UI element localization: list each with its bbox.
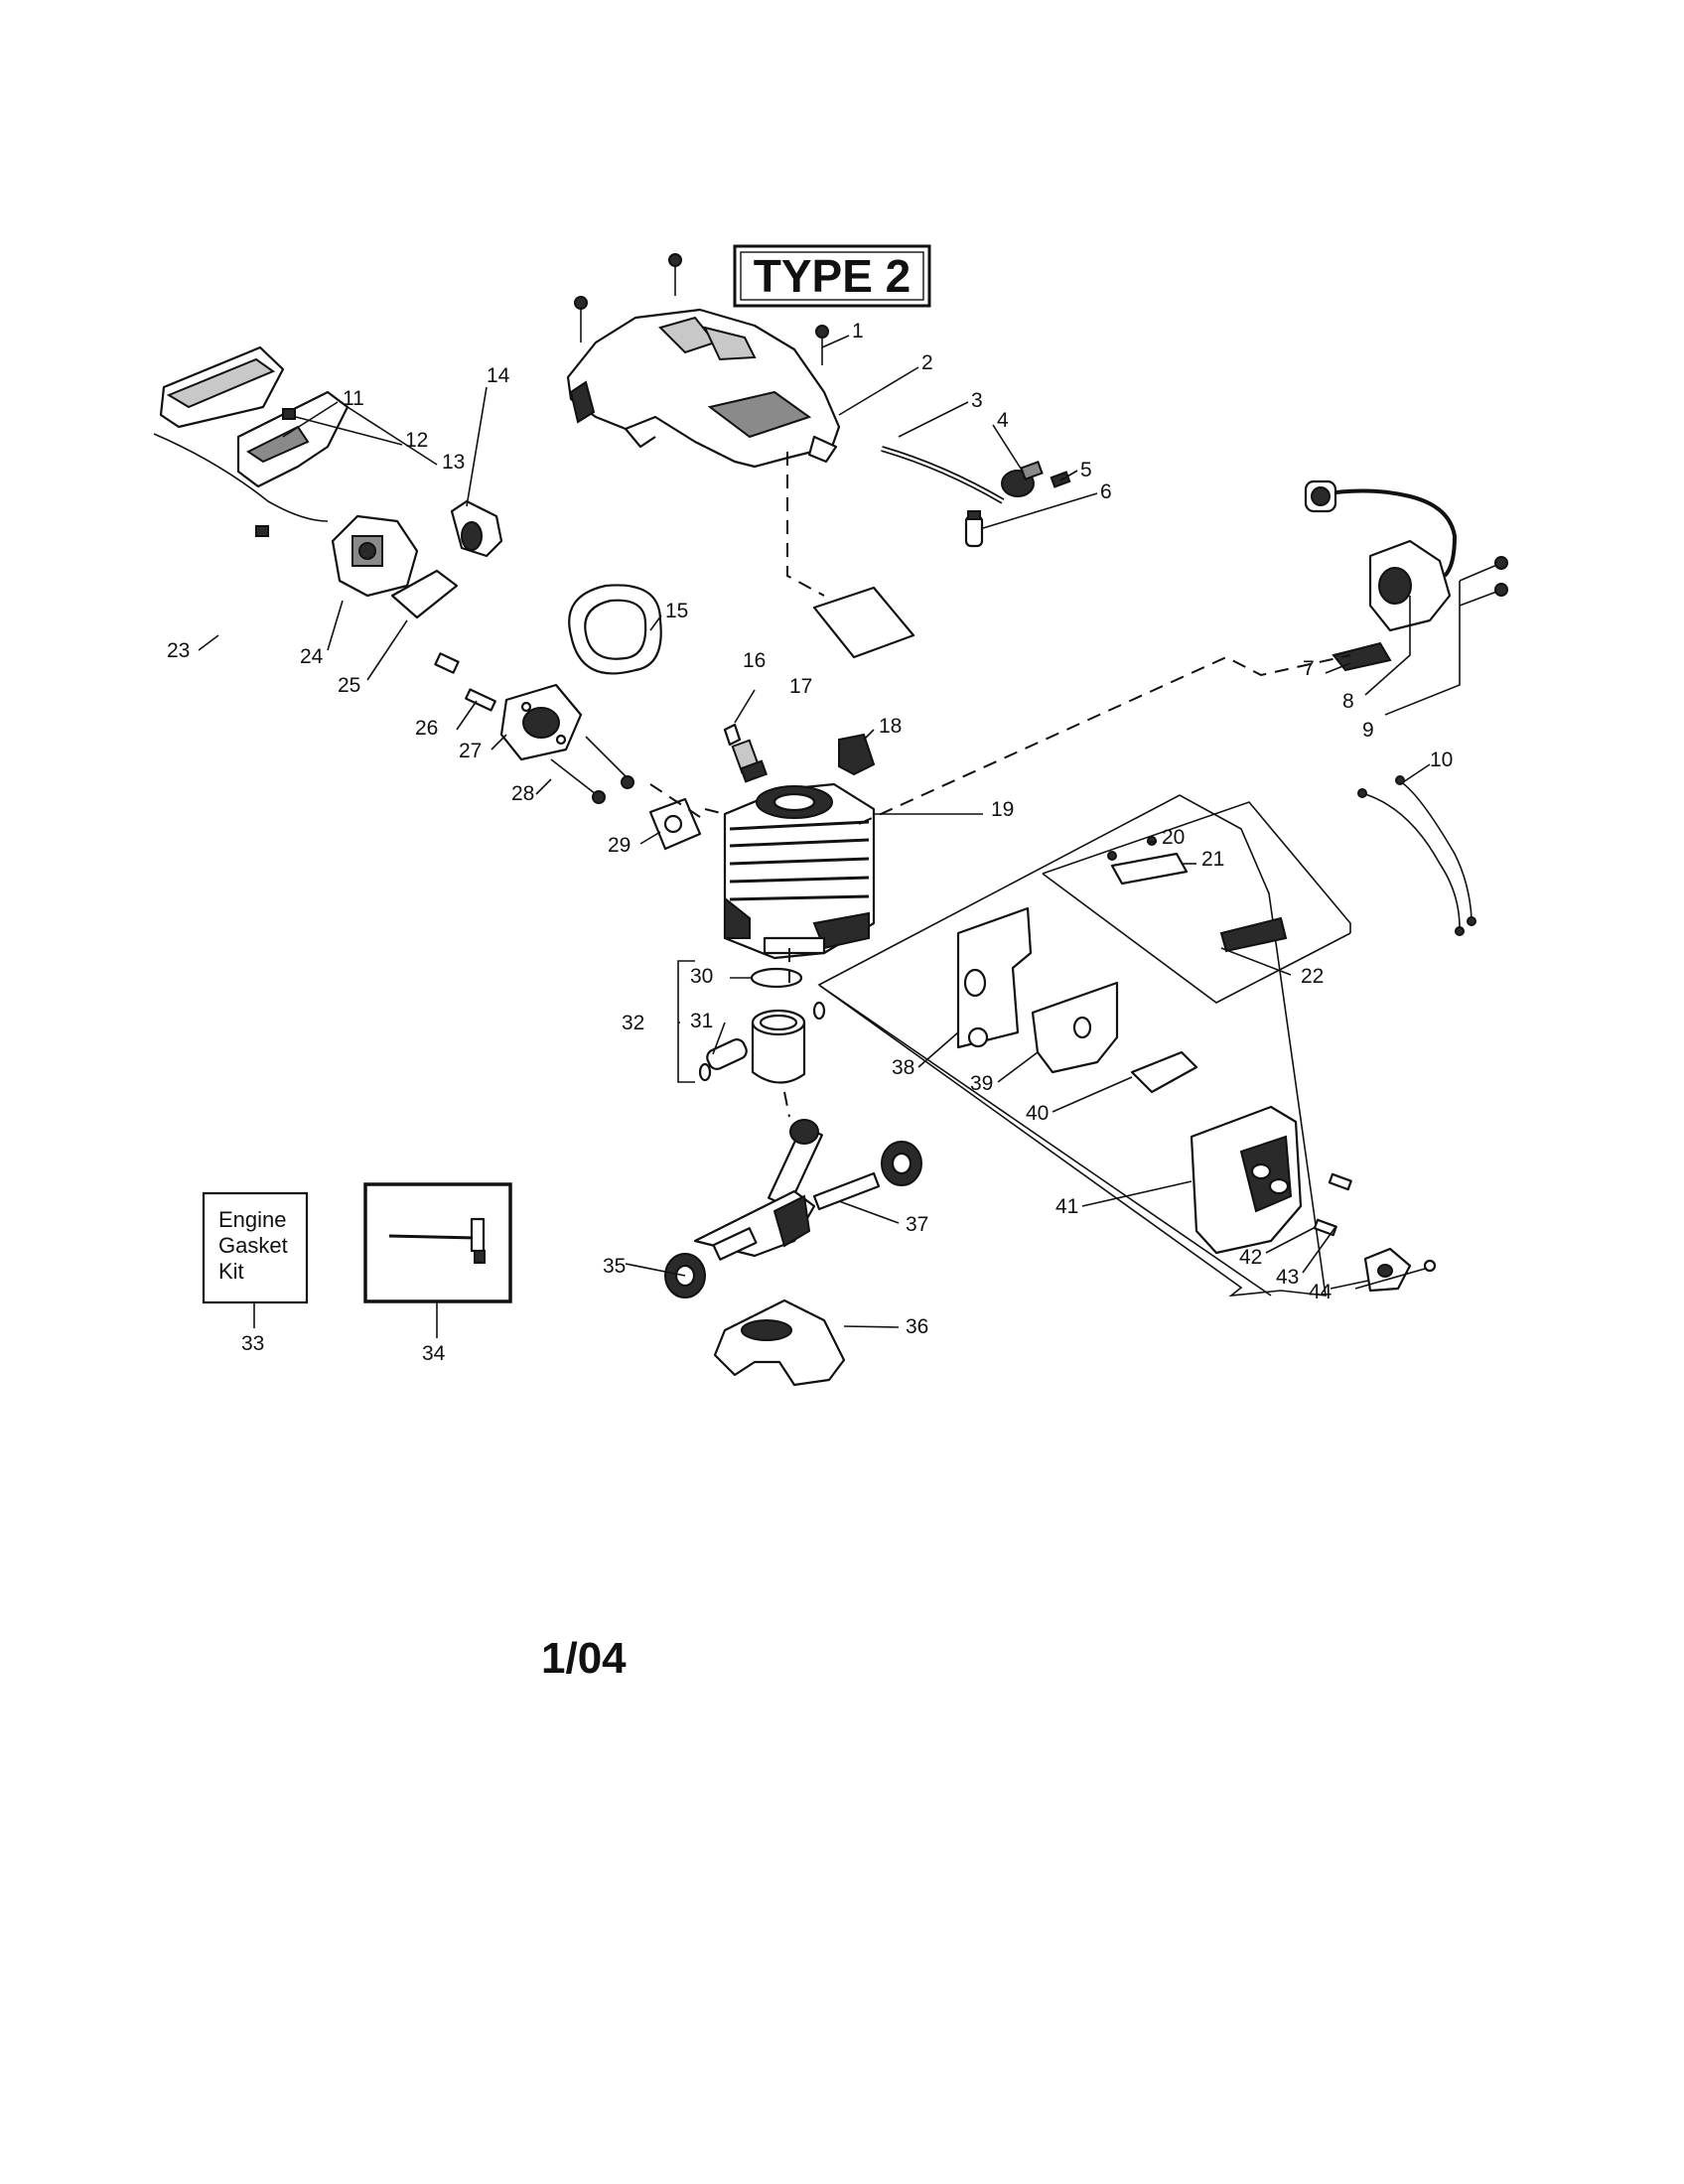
spark-arrestor-screen xyxy=(1107,836,1288,953)
callout-41: 41 xyxy=(1055,1195,1078,1218)
callout-labels: 1 2 3 4 5 6 7 8 9 10 11 12 13 14 15 16 1… xyxy=(167,320,1453,1365)
callout-38: 38 xyxy=(892,1056,914,1079)
callout-44: 44 xyxy=(1309,1281,1333,1303)
kit-line-2: Gasket xyxy=(218,1233,288,1258)
muffler-group-panel xyxy=(817,794,1351,1297)
callout-36: 36 xyxy=(906,1315,928,1338)
callout-2: 2 xyxy=(921,351,933,374)
callout-7: 7 xyxy=(1303,657,1315,680)
callout-13: 13 xyxy=(442,451,465,474)
callout-39: 39 xyxy=(970,1072,993,1095)
fuel-line-assembly xyxy=(881,446,1071,548)
callout-9: 9 xyxy=(1362,719,1374,742)
callout-32: 32 xyxy=(622,1012,644,1034)
callout-24: 24 xyxy=(300,645,324,668)
callout-14: 14 xyxy=(487,364,510,387)
callout-43: 43 xyxy=(1276,1266,1299,1289)
intake-boot xyxy=(568,584,662,675)
callout-20: 20 xyxy=(1162,826,1185,849)
callout-34: 34 xyxy=(422,1342,446,1365)
top-cover xyxy=(566,308,841,469)
callout-19: 19 xyxy=(991,798,1014,821)
callout-12: 12 xyxy=(405,429,428,452)
cover-screws xyxy=(574,253,829,365)
callout-17: 17 xyxy=(789,675,812,698)
type-label: TYPE 2 xyxy=(754,250,912,302)
callout-29: 29 xyxy=(608,834,631,857)
callout-31: 31 xyxy=(690,1010,713,1032)
air-filter-parts xyxy=(153,345,503,558)
callout-4: 4 xyxy=(997,409,1009,432)
callout-40: 40 xyxy=(1026,1102,1049,1125)
carburetor xyxy=(331,514,459,619)
kit-line-3: Kit xyxy=(218,1259,244,1284)
muffler xyxy=(1190,1105,1303,1255)
callout-16: 16 xyxy=(743,649,766,672)
engine-gasket-kit-box: Engine Gasket Kit xyxy=(202,1191,309,1304)
callout-25: 25 xyxy=(338,674,360,697)
ignition-module xyxy=(1304,479,1508,672)
kit-line-1: Engine xyxy=(218,1207,287,1232)
leader-lines xyxy=(198,335,1461,1338)
callout-6: 6 xyxy=(1100,480,1112,503)
callout-11: 11 xyxy=(343,387,364,410)
muffler-gaskets xyxy=(956,906,1198,1094)
muffler-hardware xyxy=(1313,1172,1437,1293)
callout-35: 35 xyxy=(603,1255,626,1278)
callout-28: 28 xyxy=(511,782,534,805)
callout-22: 22 xyxy=(1301,965,1324,988)
callout-15: 15 xyxy=(665,600,688,622)
callout-27: 27 xyxy=(459,740,482,762)
crankcase-half xyxy=(713,1298,846,1387)
intake-flange xyxy=(434,652,702,851)
spark-plug xyxy=(723,723,876,783)
callout-8: 8 xyxy=(1342,690,1354,713)
crankshaft xyxy=(664,1119,922,1298)
callout-42: 42 xyxy=(1239,1246,1262,1269)
callout-10: 10 xyxy=(1430,749,1453,771)
callout-18: 18 xyxy=(879,715,902,738)
callout-26: 26 xyxy=(415,717,438,740)
callout-3: 3 xyxy=(971,389,983,412)
heat-shield-gasket xyxy=(812,586,915,659)
date-code: 1/04 xyxy=(541,1634,627,1683)
callout-1: 1 xyxy=(852,320,864,342)
type-banner: TYPE 2 xyxy=(733,244,931,308)
callout-21: 21 xyxy=(1201,848,1224,871)
callout-5: 5 xyxy=(1080,459,1092,481)
cylinder xyxy=(723,782,876,960)
alignment-lines xyxy=(649,452,1351,1118)
callout-33: 33 xyxy=(241,1332,264,1355)
tool-kit-box xyxy=(363,1182,512,1303)
callout-37: 37 xyxy=(906,1213,928,1236)
callout-30: 30 xyxy=(690,965,713,988)
callout-23: 23 xyxy=(167,639,190,662)
ignition-wires xyxy=(1357,775,1476,936)
